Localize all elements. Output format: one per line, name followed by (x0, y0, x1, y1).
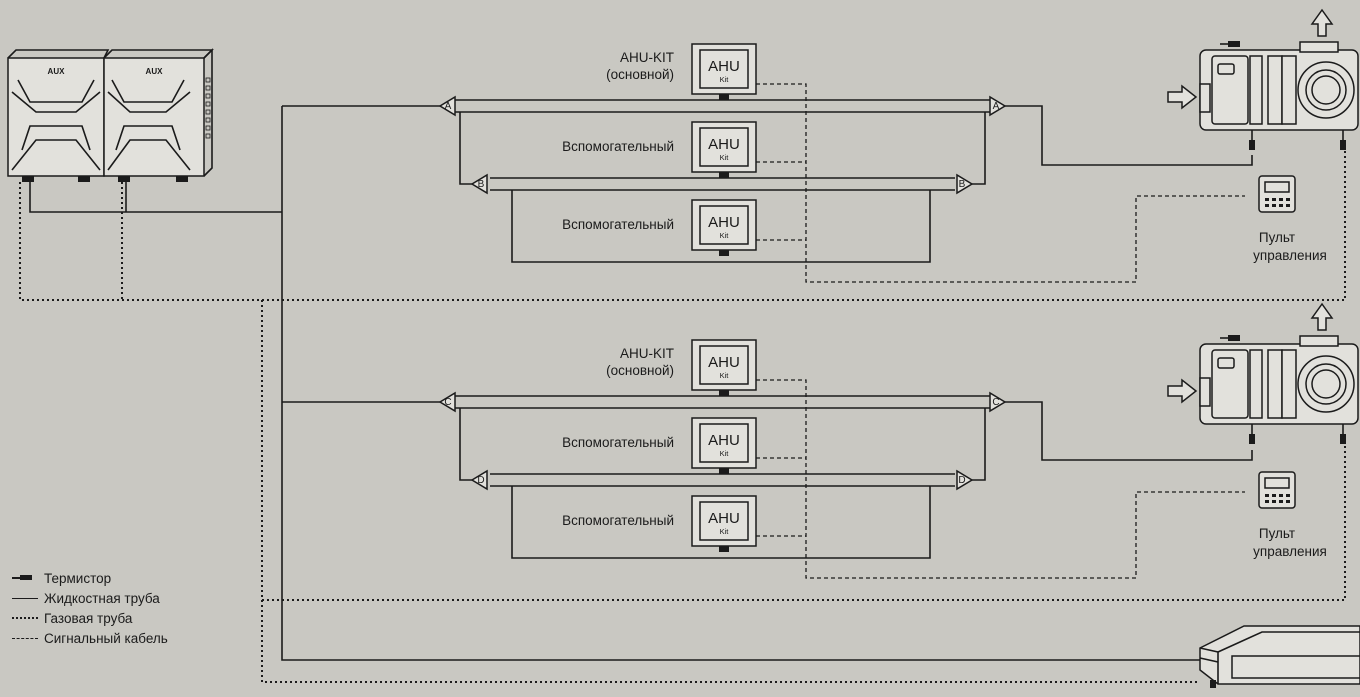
legend-label-signal-cable: Сигнальный кабель (44, 630, 168, 646)
branch-marker-d-left (470, 469, 488, 491)
svg-text:B: B (959, 179, 966, 190)
remote-controller-1 (1258, 175, 1296, 213)
legend-label-liquid-pipe: Жидкостная труба (44, 590, 160, 606)
signal-cable-line (10, 628, 44, 648)
svg-text:Kit: Kit (720, 153, 730, 162)
branch-marker-c-left (438, 391, 456, 413)
legend-item-signal-cable: Сигнальный кабель (10, 628, 168, 648)
branch-group-1: A A B B AHU Kit AHU-KIT (основной) AHU K… (438, 43, 1253, 283)
legend-label-gas-pipe: Газовая труба (44, 610, 133, 626)
aux-label-1b: Вспомогательный (562, 217, 674, 232)
svg-text:Kit: Kit (720, 231, 730, 240)
legend: Термистор Жидкостная труба Газовая труба… (10, 568, 168, 648)
ahu-kit-main-label-1: AHU-KIT (620, 50, 674, 65)
brand-logo-left: AUX (48, 67, 66, 76)
svg-text:B: B (478, 179, 485, 190)
remote-label-1b: управления (1253, 248, 1327, 263)
aux-label-2a: Вспомогательный (562, 435, 674, 450)
branch-marker-a-right (989, 95, 1007, 117)
svg-text:A: A (445, 101, 452, 112)
svg-text:AHU: AHU (708, 432, 740, 449)
svg-text:AHU: AHU (708, 214, 740, 231)
air-handling-unit-2 (1167, 302, 1359, 444)
liquid-pipe-line (10, 588, 44, 608)
branch-group-2: C C D D AHU Kit AHU-KIT (основной) AHU K… (438, 339, 1253, 579)
svg-text:AHU: AHU (708, 136, 740, 153)
svg-text:Kit: Kit (720, 527, 730, 536)
thermistor-icon (10, 568, 44, 588)
svg-text:D: D (958, 475, 965, 486)
brand-logo-right: AUX (146, 67, 164, 76)
svg-text:AHU: AHU (708, 354, 740, 371)
branch-marker-a-left (438, 95, 456, 117)
svg-text:Kit: Kit (720, 449, 730, 458)
legend-item-gas-pipe: Газовая труба (10, 608, 168, 628)
ahu-kit-main-label-4: (основной) (606, 363, 674, 378)
svg-text:AHU: AHU (708, 510, 740, 527)
svg-text:C: C (444, 397, 451, 408)
gas-pipe-line (10, 608, 44, 628)
ducted-indoor-unit (1199, 625, 1360, 688)
svg-text:AHU: AHU (708, 58, 740, 75)
outdoor-unit-left: AUX (7, 49, 110, 182)
branch-marker-b-left (470, 173, 488, 195)
legend-item-thermistor: Термистор (10, 568, 168, 588)
air-handling-unit-1 (1167, 8, 1359, 150)
ahu-kit-main-label-3: AHU-KIT (620, 346, 674, 361)
aux-label-1a: Вспомогательный (562, 139, 674, 154)
branch-marker-d-right (956, 469, 974, 491)
ahu-kit-main-label-2: (основной) (606, 67, 674, 82)
remote-label-2b: управления (1253, 544, 1327, 559)
remote-controller-2 (1258, 471, 1296, 509)
svg-text:A: A (993, 101, 1000, 112)
ahu-kit-aux-2b: AHU Kit (691, 495, 757, 552)
ahu-kit-aux-1a: AHU Kit (691, 121, 757, 178)
legend-item-liquid-pipe: Жидкостная труба (10, 588, 168, 608)
legend-label-thermistor: Термистор (44, 570, 112, 586)
svg-text:C: C (992, 397, 999, 408)
branch-marker-c-right (989, 391, 1007, 413)
ahu-kit-aux-1b: AHU Kit (691, 199, 757, 256)
svg-text:Kit: Kit (720, 75, 730, 84)
ahu-kit-main-1: AHU Kit (691, 43, 757, 100)
svg-text:D: D (477, 475, 484, 486)
aux-label-2b: Вспомогательный (562, 513, 674, 528)
branch-marker-b-right (956, 173, 974, 195)
outdoor-unit-right: AUX (103, 48, 214, 182)
ahu-kit-aux-2a: AHU Kit (691, 417, 757, 474)
svg-text:Kit: Kit (720, 371, 730, 380)
remote-label-1a: Пульт (1259, 230, 1295, 245)
ahu-kit-main-2: AHU Kit (691, 339, 757, 396)
remote-label-2a: Пульт (1259, 526, 1295, 541)
